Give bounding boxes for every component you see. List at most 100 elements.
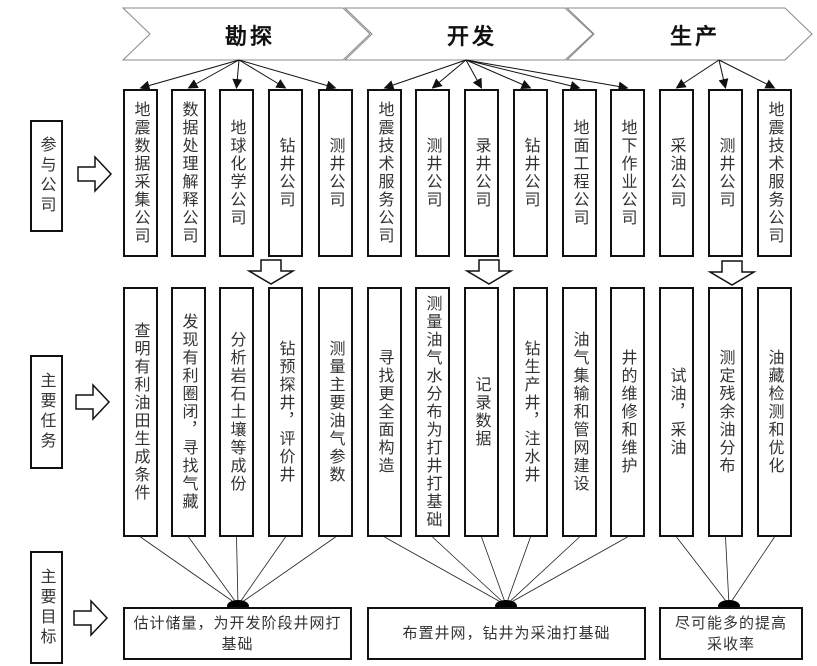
task-text: 测量主要油气参数 (326, 340, 346, 484)
task-box: 测量主要油气参数 (318, 287, 353, 537)
company-box: 测井公司 (318, 89, 353, 257)
task-box: 钻生产井，注水井 (513, 287, 548, 537)
task-text: 寻找更全面构造 (375, 349, 395, 475)
company-text: 测井公司 (423, 137, 443, 209)
company-text: 地球化学公司 (227, 119, 247, 227)
stage-label-exploration: 勘探 (224, 25, 275, 50)
task-text: 钻生产井，注水井 (521, 340, 541, 484)
stage-arrow (675, 59, 720, 89)
task-box: 测量油气水分布为打井打基础 (415, 287, 450, 537)
task-text: 测定残余油分布 (716, 349, 736, 475)
block-arrow-down-icon (707, 260, 757, 286)
task-text: 钻预探井，评价井 (276, 340, 296, 484)
task-text: 试油，采油 (667, 367, 687, 457)
block-arrow-right-icon (77, 155, 113, 193)
task-to-goal-lines (140, 536, 775, 612)
task-text: 分析岩石土壤等成份 (227, 331, 247, 493)
block-arrow-down-icon (464, 259, 514, 285)
goal-connector-line (188, 536, 239, 606)
stage-label-production: 生产 (669, 25, 720, 50)
company-text: 采油公司 (667, 137, 687, 209)
task-box: 寻找更全面构造 (367, 287, 402, 537)
stage-label-development: 开发 (446, 25, 497, 50)
company-box: 地下作业公司 (610, 89, 645, 257)
company-text: 测井公司 (326, 137, 346, 209)
side-label-goals: 主要目标 (30, 551, 63, 664)
goal-box-production: 尽可能多的提高采收率 (659, 607, 803, 660)
company-box: 地震技术服务公司 (367, 89, 402, 257)
company-text: 数据处理解释公司 (179, 101, 199, 245)
stage-arrow (431, 59, 467, 89)
company-box: 录井公司 (464, 89, 499, 257)
side-label-arrows (73, 155, 113, 637)
task-box: 试油，采油 (659, 287, 694, 537)
company-box: 地震技术服务公司 (757, 89, 792, 257)
stage-arrow (187, 59, 240, 89)
stage-arrow (238, 59, 337, 91)
task-box: 油藏检测和优化 (757, 287, 792, 537)
stage-arrow (465, 59, 629, 92)
company-text: 测井公司 (716, 137, 736, 209)
stage-arrow (718, 59, 729, 89)
goal-connector-line (237, 536, 286, 606)
goal-connector-line (725, 536, 730, 606)
task-box: 测定残余油分布 (708, 287, 743, 537)
task-text: 井的维修和维护 (618, 349, 638, 475)
side-label-companies: 参与公司 (30, 120, 63, 232)
task-box: 分析岩石土壤等成份 (219, 287, 254, 537)
stage-chevron-production (565, 7, 813, 61)
stage-arrow (139, 59, 240, 91)
side-label-companies-text: 参与公司 (37, 136, 57, 216)
stage-arrow (238, 59, 287, 89)
company-box: 钻井公司 (513, 89, 548, 257)
company-box: 采油公司 (659, 89, 694, 257)
company-box: 数据处理解释公司 (171, 89, 206, 257)
goal-connector-line (728, 536, 775, 606)
task-text: 油气集输和管网建设 (570, 331, 590, 493)
company-text: 录井公司 (472, 137, 492, 209)
goal-connector-line (676, 536, 730, 606)
stage-arrow (232, 59, 243, 89)
company-text: 钻井公司 (276, 137, 296, 209)
stage-chevrons (121, 7, 813, 61)
block-arrow-right-icon (73, 599, 109, 637)
task-box: 井的维修和维护 (610, 287, 645, 537)
task-box: 查明有利油田生成条件 (123, 287, 158, 537)
block-arrow-down-icon (246, 259, 296, 285)
company-box: 测井公司 (415, 89, 450, 257)
task-box: 发现有利圈闭，寻找气藏 (171, 287, 206, 537)
stage-arrow (718, 59, 776, 89)
block-arrow-right-icon (75, 383, 111, 421)
side-label-goals-text: 主要目标 (37, 567, 57, 648)
task-text: 测量油气水分布为打井打基础 (423, 295, 443, 529)
task-text: 记录数据 (472, 376, 492, 448)
task-text: 查明有利油田生成条件 (131, 322, 151, 502)
company-text: 地震数据采集公司 (131, 101, 151, 245)
goal-connector-line (237, 536, 336, 606)
company-text: 地震技术服务公司 (765, 101, 785, 245)
goal-box-exploration: 估计储量，为开发阶段井网打基础 (123, 607, 352, 660)
company-box: 地球化学公司 (219, 89, 254, 257)
company-box: 测井公司 (708, 89, 743, 257)
task-box: 油气集输和管网建设 (562, 287, 597, 537)
goal-connector-line (384, 536, 507, 606)
company-box: 钻井公司 (268, 89, 303, 257)
task-text: 发现有利圈闭，寻找气藏 (179, 313, 199, 511)
stage-arrow (465, 59, 482, 89)
stage-chevron-exploration (121, 7, 371, 61)
stage-arrow (383, 59, 467, 90)
company-text: 地下作业公司 (618, 119, 638, 227)
goal-connector-line (236, 536, 239, 606)
goal-connector-line (432, 536, 507, 606)
company-box: 地震数据采集公司 (123, 89, 158, 257)
goal-connector-line (140, 536, 239, 606)
goal-connector-line (505, 536, 628, 606)
company-text: 钻井公司 (521, 137, 541, 209)
stage-to-company-arrows (139, 59, 776, 92)
side-label-tasks: 主要任务 (30, 355, 63, 469)
stage-arrow (465, 59, 581, 91)
task-box: 钻预探井，评价井 (268, 287, 303, 537)
goal-connector-line (505, 536, 531, 606)
stage-arrow (465, 59, 532, 90)
